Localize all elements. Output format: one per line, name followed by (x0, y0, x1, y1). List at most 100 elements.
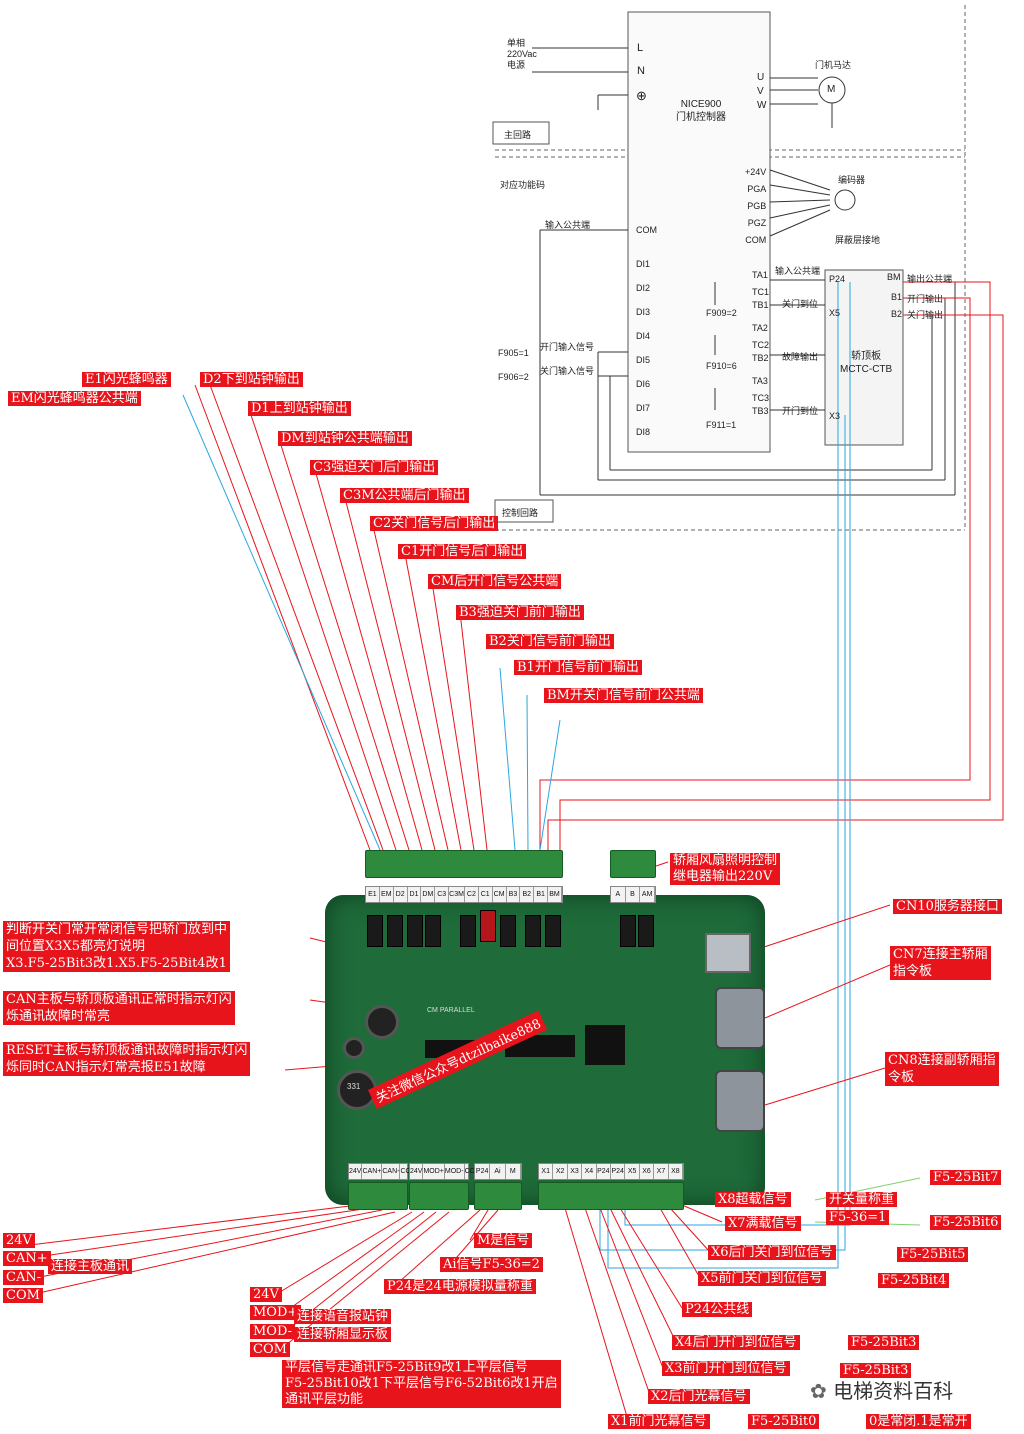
label-door-line: 判断开关门常开常闭信号把轿门放到中 (6, 922, 228, 937)
bottom-terminal-labels-1: 24V CAN+ CAN- COM (348, 1163, 418, 1180)
term-label: MOD- (445, 1164, 465, 1179)
wechat-logo: ✿ 电梯资料百科 (810, 1375, 953, 1404)
f909-label: F909=2 (706, 308, 737, 318)
ta1: TA1 (752, 270, 768, 280)
encoder-pin: PGB (747, 201, 767, 211)
term-label: P24 (475, 1164, 491, 1179)
relay (500, 915, 516, 947)
supply-label: 单相 220Vac 电源 (507, 38, 537, 71)
label-mod-minus: MOD- (250, 1324, 296, 1339)
ctb-line: 轿顶板 (851, 351, 882, 362)
cn10-port[interactable] (705, 933, 751, 973)
label-can: CAN主板与轿顶板通讯正常时指示灯闪 烁通讯故障时常亮 (3, 991, 235, 1025)
open-limit-label: 开门到位 (782, 406, 819, 416)
pin-L: L (637, 42, 644, 54)
term-label: X8 (669, 1164, 684, 1179)
label-bit5: F5-25Bit5 (897, 1247, 969, 1262)
label-mod-plus: MOD+ (250, 1305, 302, 1320)
label-dm: DM到站钟公共端输出 (278, 431, 412, 446)
bottom-terminal-labels-3: P24 Ai M (474, 1163, 522, 1180)
label-reset-line: 烁同时CAN指示灯常亮报E51故障 (6, 1060, 206, 1075)
relay (425, 915, 441, 947)
di-pin: DI2 (636, 283, 651, 293)
label-m-signal: M是信号 (474, 1233, 533, 1248)
label-can-plus: CAN+ (3, 1251, 51, 1266)
controller-title: NICE900 门机控制器 (676, 98, 726, 124)
term-label: CAN- (382, 1164, 401, 1179)
ctb-bm: BM (887, 272, 901, 282)
top-terminal-block (365, 850, 563, 878)
label-bit4: F5-25Bit4 (878, 1273, 950, 1288)
ctb-x5: X5 (829, 308, 841, 318)
label-f536: F5-36=1 (826, 1210, 890, 1225)
label-x1: X1前门光幕信号 (608, 1414, 710, 1429)
f905-label: F905=1 (498, 348, 529, 358)
top-terminal-labels: E1 EM D2 D1 DM C3 C3M C2 C1 CM B3 B2 B1 … (365, 886, 563, 903)
term-label: M (506, 1164, 521, 1179)
shield-label: 屏蔽层接地 (835, 235, 881, 245)
relay (620, 915, 636, 947)
label-x5: X5前门关门到位信号 (698, 1271, 826, 1286)
bottom-terminal-block-4 (538, 1182, 684, 1210)
label-x6: X6后门关门到位信号 (708, 1245, 836, 1260)
pin-N: N (637, 65, 645, 77)
term-label: X7 (654, 1164, 669, 1179)
fault-out-label: 故障输出 (782, 352, 819, 362)
label-x3: X3前门开门到位信号 (662, 1361, 790, 1376)
close-input-label: 关门输入信号 (540, 366, 595, 376)
term-label: C3M (449, 887, 465, 902)
tc1: TC1 (752, 287, 770, 297)
relay (387, 915, 403, 947)
logo-text: 电梯资料百科 (833, 1379, 954, 1403)
term-label: A (611, 887, 626, 902)
supply-line: 电源 (507, 60, 526, 70)
cn7-port[interactable] (715, 987, 765, 1049)
term-label: C2 (465, 887, 479, 902)
term-label: B1 (534, 887, 549, 902)
term-label: X3 (568, 1164, 583, 1179)
label-door-line: X3.F5-25Bit3改1.X5.F5-25Bit4改1 (6, 956, 227, 971)
relay (407, 915, 423, 947)
ctb-p24: P24 (829, 274, 846, 284)
inductor-text: 331 (347, 1082, 361, 1091)
term-label: B (626, 887, 641, 902)
label-bit0: F5-25Bit0 (748, 1414, 820, 1429)
out-common-label: 输出公共端 (907, 274, 953, 284)
label-cn7: CN7连接主轿厢 指令板 (890, 946, 991, 980)
label-voice: 连接语音报站钟 (294, 1309, 392, 1324)
encoder-pin: +24V (745, 167, 767, 177)
term-label: P24 (597, 1164, 612, 1179)
term-label: BM (548, 887, 562, 902)
tc2: TC2 (752, 340, 770, 350)
label-x7: X7满载信号 (725, 1216, 801, 1231)
di-pin: DI8 (636, 427, 651, 437)
di-pin: DI6 (636, 379, 651, 389)
term-label: D2 (394, 887, 408, 902)
fan-terminal-labels: A B AM (610, 886, 656, 903)
pin-W: W (757, 100, 767, 111)
term-label: B3 (507, 887, 521, 902)
di-pin: DI4 (636, 331, 651, 341)
bottom-terminal-block-3 (474, 1182, 522, 1210)
f910-label: F910=6 (706, 361, 737, 371)
label-x8: X8超载信号 (715, 1192, 791, 1207)
encoder-label: 编码器 (838, 175, 866, 185)
controller-line: 门机控制器 (676, 112, 726, 123)
term-label: CM (493, 887, 507, 902)
label-e1: E1闪光蜂鸣器 (82, 372, 171, 387)
label-cn7-line: 指令板 (893, 964, 933, 979)
label-leveling-line: F5-25Bit10改1下平层信号F6-52Bit6改1开启 (285, 1376, 558, 1391)
di-pin: DI3 (636, 307, 651, 317)
cn8-port[interactable] (715, 1070, 765, 1132)
ctb-line: MCTC-CTB (840, 364, 893, 375)
label-x2: X2后门光幕信号 (648, 1389, 750, 1404)
input-common2-label: 输入公共端 (775, 266, 821, 276)
open-out-label: 开门输出 (907, 294, 944, 304)
term-label: X1 (539, 1164, 554, 1179)
label-bit3a: F5-25Bit3 (848, 1335, 920, 1350)
ctb-title: 轿顶板 MCTC-CTB (840, 350, 892, 376)
relay (480, 910, 496, 942)
com-pin: COM (636, 225, 657, 235)
term-label: X4 (582, 1164, 597, 1179)
